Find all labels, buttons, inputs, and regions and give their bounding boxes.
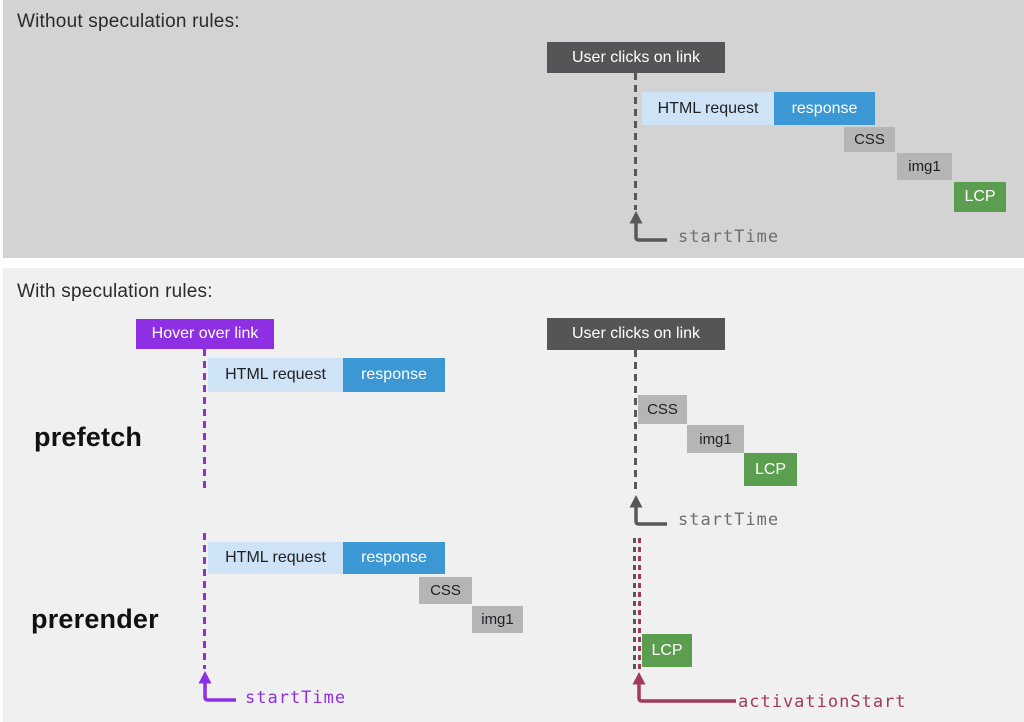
bar-css-prefetch: CSS	[638, 395, 687, 424]
bar-css: CSS	[844, 127, 895, 152]
panel-with-speculation: With speculation rules: prefetch Hover o…	[3, 268, 1024, 722]
timeline-dashed-line-click-prefetch	[634, 350, 637, 493]
row-label-prerender: prerender	[31, 604, 159, 634]
bar-lcp-prerender: LCP	[642, 634, 692, 667]
start-time-arrow-prefetch-icon	[629, 495, 667, 526]
section-title-with: With speculation rules:	[17, 281, 213, 302]
bar-response-prerender: response	[343, 542, 445, 574]
bar-img1-prefetch: img1	[687, 425, 744, 453]
start-time-arrow-icon	[629, 211, 667, 242]
event-box-user-clicks: User clicks on link	[547, 42, 725, 73]
marker-start-time: startTime	[678, 227, 780, 247]
bar-css-prerender: CSS	[419, 577, 472, 604]
marker-activation-start: activationStart	[738, 692, 907, 712]
bar-img1-prerender: img1	[472, 606, 523, 633]
timeline-dashed-line-click-prerender	[633, 538, 636, 669]
activation-start-arrow-icon	[632, 672, 736, 703]
marker-start-time-prerender: startTime	[245, 688, 347, 708]
bar-response-prefetch: response	[343, 358, 445, 392]
timeline-dashed-line-hover	[203, 349, 206, 490]
timeline-dashed-line-click	[634, 73, 637, 210]
bar-lcp-prefetch: LCP	[744, 453, 797, 486]
timeline-dashed-line-activation	[638, 538, 641, 669]
panel-without-speculation: Without speculation rules: User clicks o…	[3, 0, 1024, 258]
bar-img1: img1	[897, 153, 952, 180]
timeline-dashed-line-prerender-start	[203, 533, 206, 669]
event-box-user-clicks-prefetch: User clicks on link	[547, 318, 725, 350]
bar-lcp: LCP	[954, 182, 1006, 212]
bar-response: response	[774, 92, 875, 125]
event-box-hover-link: Hover over link	[136, 319, 274, 349]
row-label-prefetch: prefetch	[34, 422, 143, 452]
marker-start-time-prefetch: startTime	[678, 510, 780, 530]
bar-html-request: HTML request	[642, 92, 774, 125]
start-time-arrow-prerender-icon	[198, 671, 236, 702]
section-title-without: Without speculation rules:	[17, 11, 240, 32]
bar-html-request-prefetch: HTML request	[208, 358, 343, 392]
bar-html-request-prerender: HTML request	[208, 542, 343, 574]
